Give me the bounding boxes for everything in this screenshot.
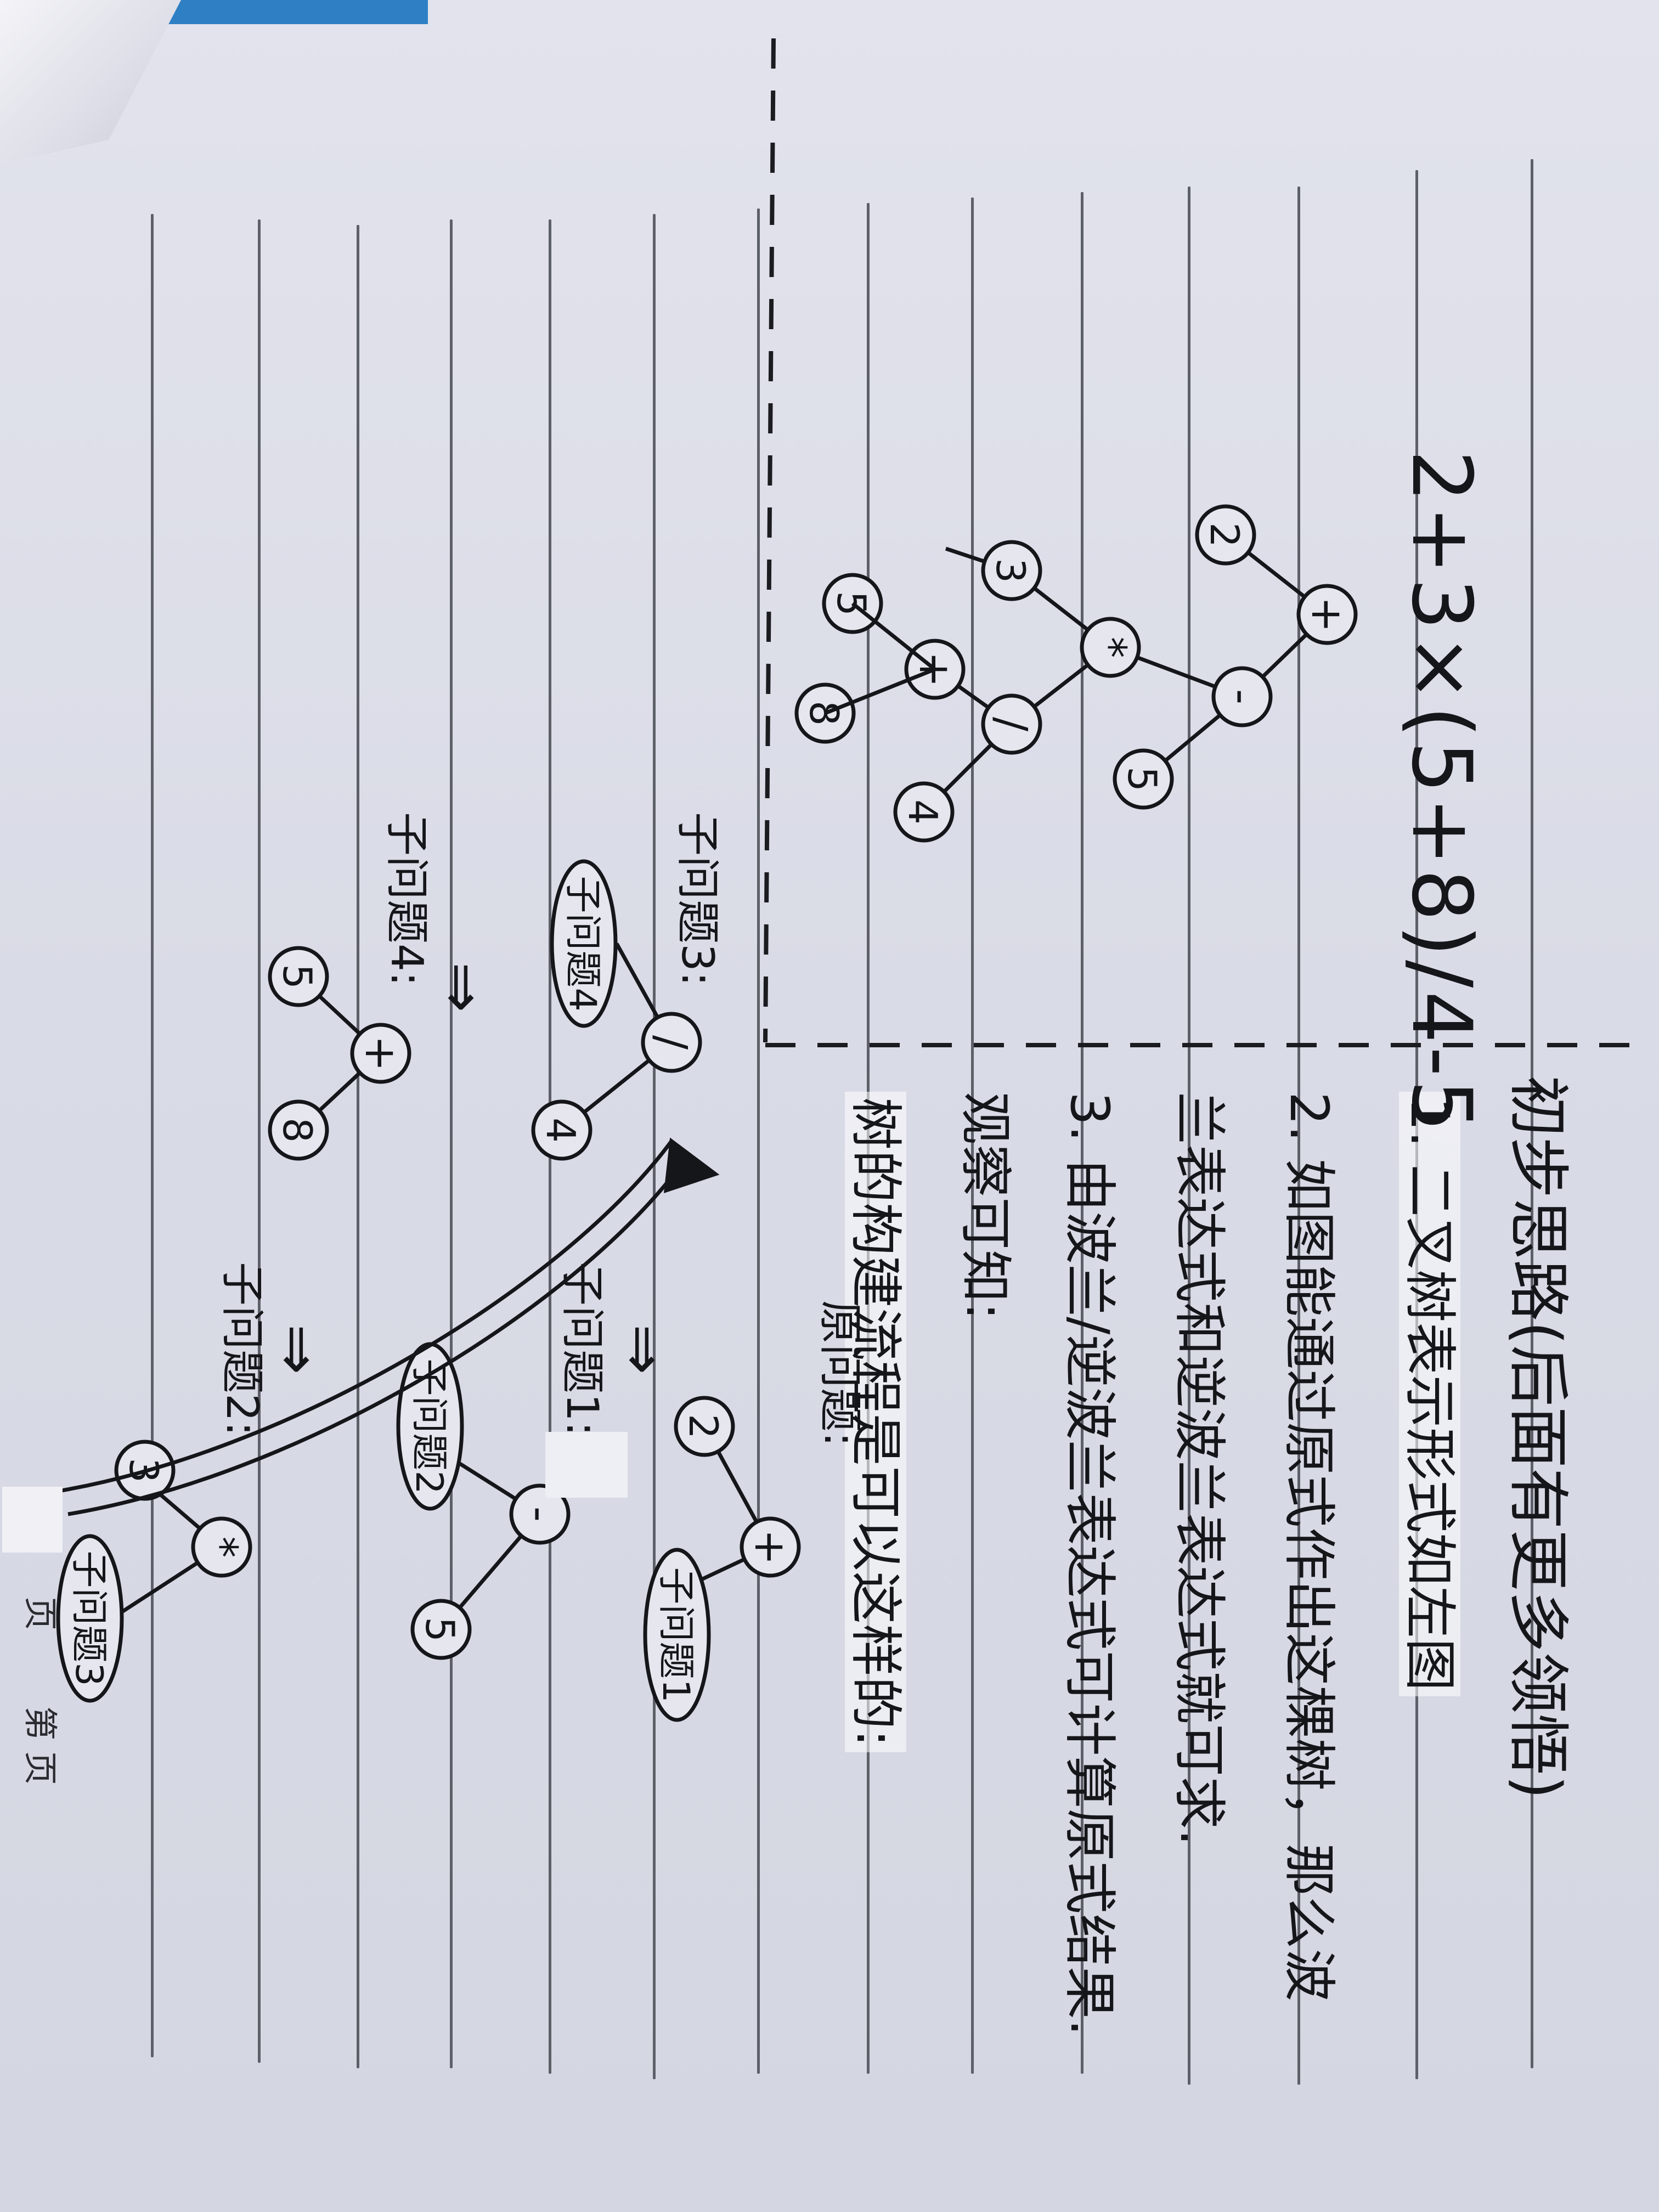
tree-node-3: 3 xyxy=(981,540,1042,601)
sub1-label: 子问题1: xyxy=(557,1262,608,1436)
tree-node-4: 4 xyxy=(893,781,955,843)
flow-arrow xyxy=(51,1137,720,1516)
svg-text:*: * xyxy=(1085,637,1135,658)
sub3-label: 子问题3: xyxy=(672,812,723,986)
svg-text:-: - xyxy=(515,1506,564,1522)
ruled-line xyxy=(757,208,760,2074)
tree-node-5-right: 5 xyxy=(1113,748,1174,810)
svg-text:子问题4: 子问题4 xyxy=(561,876,604,1011)
ruled-line xyxy=(1531,159,1533,2068)
ruled-line xyxy=(1188,187,1190,2085)
sub2-node-times: * xyxy=(191,1516,252,1578)
sub3-node-sub4: 子问题4 xyxy=(550,859,618,1028)
sub2-label: 子问题2: xyxy=(217,1262,268,1436)
expression-tree: + 2 - * 5 3 / + 4 5 8 xyxy=(794,504,1358,843)
svg-text:/: / xyxy=(646,1035,696,1050)
sub1-node-sub2: 子问题2 xyxy=(396,1342,464,1511)
svg-text:5: 5 xyxy=(1119,766,1165,792)
page-label-left: 页 xyxy=(20,1596,60,1631)
svg-text:8: 8 xyxy=(801,701,847,726)
tree-node-plus-root: + xyxy=(1296,584,1358,645)
svg-text:4: 4 xyxy=(538,1118,584,1143)
original-node-sub1: 子问题1 xyxy=(643,1548,711,1722)
svg-text:-: - xyxy=(1217,689,1266,704)
ruled-line xyxy=(357,225,359,2068)
svg-text:5: 5 xyxy=(274,964,320,989)
svg-text:+: + xyxy=(356,1035,405,1071)
sub4-node-5: 5 xyxy=(268,946,329,1007)
ruled-line xyxy=(258,219,261,2063)
tree-node-times: * xyxy=(1080,617,1141,678)
svg-text:2: 2 xyxy=(680,1414,726,1439)
svg-text:子问题3: 子问题3 xyxy=(67,1550,110,1686)
paper-speck xyxy=(545,1432,628,1498)
sub4-arrow: ⇓ xyxy=(436,953,486,1024)
tree-node-divide: / xyxy=(981,693,1042,755)
svg-text:*: * xyxy=(196,1537,246,1558)
sub2-node-sub3: 子问题3 xyxy=(56,1534,124,1703)
original-label: 原问题: xyxy=(815,1300,866,1447)
ruled-line xyxy=(971,198,974,2074)
ruled-line xyxy=(653,214,656,2079)
svg-text:子问题2: 子问题2 xyxy=(407,1358,450,1494)
sub2-arrow: ⇓ xyxy=(271,1316,321,1386)
svg-text:/: / xyxy=(986,717,1036,732)
svg-text:8: 8 xyxy=(274,1118,320,1143)
svg-text:2: 2 xyxy=(1201,522,1248,548)
sub1-arrow: ⇓ xyxy=(617,1316,667,1386)
page-number-label: 第 页 xyxy=(20,1706,60,1785)
original-node-2: 2 xyxy=(674,1396,735,1457)
sub3-node-divide: / xyxy=(641,1012,702,1073)
sub4-node-plus: + xyxy=(350,1023,411,1084)
svg-text:子问题1: 子问题1 xyxy=(654,1567,697,1702)
tree-node-minus: - xyxy=(1211,666,1273,727)
sub1-node-5: 5 xyxy=(410,1599,472,1660)
paper-speck xyxy=(2,1487,63,1553)
original-node-plus: + xyxy=(740,1516,801,1578)
svg-text:+: + xyxy=(1302,596,1351,632)
sub4-node-8: 8 xyxy=(268,1099,329,1161)
sub3-node-4: 4 xyxy=(531,1099,592,1161)
svg-text:5: 5 xyxy=(417,1617,463,1642)
ruled-line xyxy=(1081,192,1084,2074)
sub4-label: 子问题4: xyxy=(381,812,432,986)
svg-text:+: + xyxy=(745,1529,794,1565)
ruled-line xyxy=(151,214,154,2057)
tree-node-2: 2 xyxy=(1195,504,1256,566)
svg-text:5: 5 xyxy=(828,591,874,616)
ruled-line xyxy=(450,219,453,2068)
svg-text:3: 3 xyxy=(988,558,1034,583)
svg-text:4: 4 xyxy=(900,799,946,825)
sub1-node-minus: - xyxy=(509,1483,571,1545)
ruled-line xyxy=(1297,187,1300,2085)
